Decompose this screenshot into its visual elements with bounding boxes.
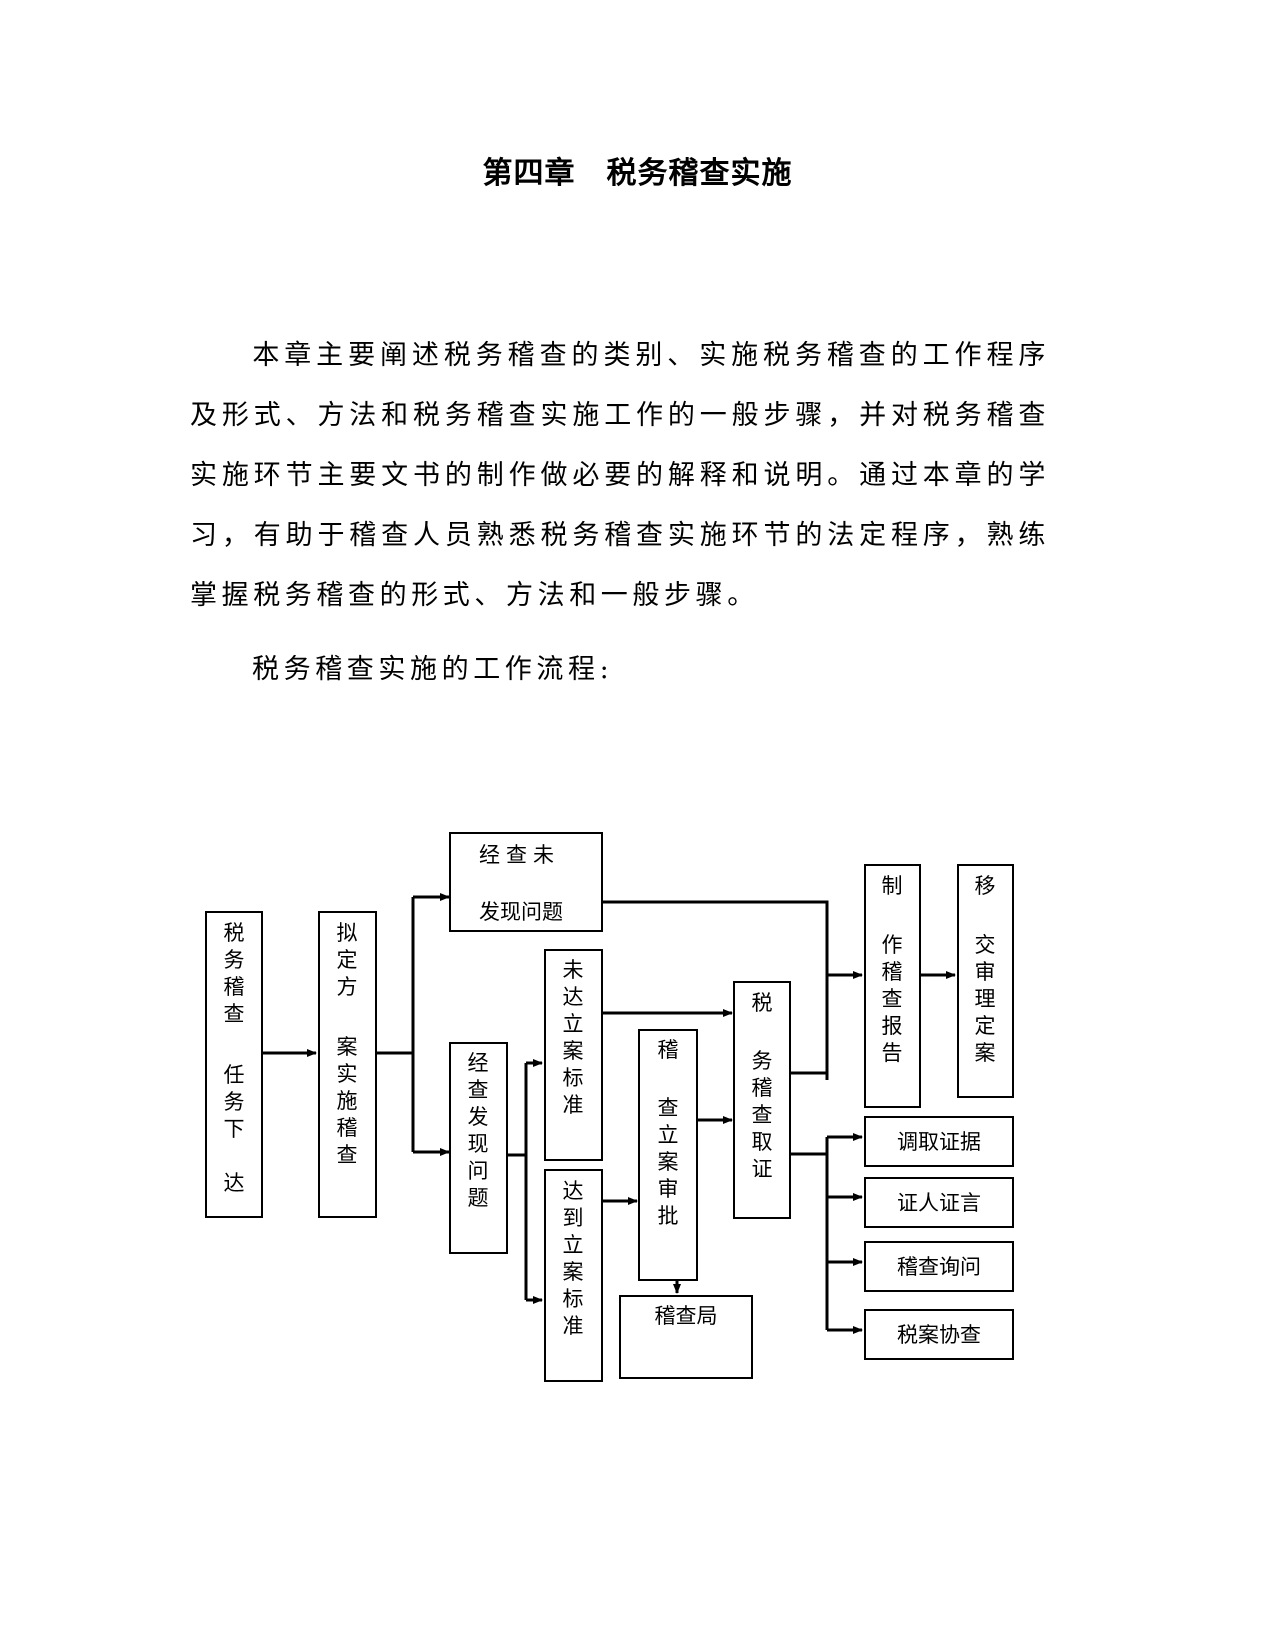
label-char: 标	[563, 1287, 584, 1311]
label-char: 达	[563, 985, 584, 1009]
flow-intro-text: 税务稽查实施的工作流程:	[252, 654, 614, 685]
intro-text: 本章主要阐述税务稽查的类别、实施税务稽查的工作程序及形式、方法和税务稽查实施工作…	[190, 340, 1050, 611]
label-char: 务	[224, 948, 245, 972]
box-plan	[318, 911, 377, 1218]
label-transfer: 移交审理定案	[975, 874, 996, 1065]
label-char: 作	[882, 933, 903, 957]
label-char: 标	[563, 1066, 584, 1090]
label-char: 查	[882, 987, 903, 1011]
label-char: 案	[563, 1260, 584, 1284]
label-issue: 经查发现问题	[468, 1051, 489, 1210]
label-char: 未	[563, 958, 584, 982]
label-approve: 稽查立案审批	[658, 1038, 679, 1228]
label-char: 稽	[224, 975, 245, 999]
flow-connectors	[262, 893, 956, 1334]
page-title: 第四章 税务稽查实施	[482, 156, 793, 191]
label-char: 立	[563, 1012, 584, 1036]
label-char: 下	[224, 1117, 245, 1141]
label-char: 取	[752, 1130, 773, 1154]
label-char: 发	[468, 1105, 489, 1129]
box-bureau	[619, 1295, 753, 1379]
box-report	[864, 864, 921, 1108]
label-not-meet: 未达立案标准	[563, 958, 584, 1117]
label-char: 批	[658, 1204, 679, 1228]
label-char: 任	[224, 1063, 245, 1087]
box-not-meet	[544, 949, 603, 1161]
label-report: 制作稽查报告	[882, 874, 903, 1065]
label-char: 移	[975, 874, 996, 898]
box-approve	[638, 1029, 698, 1281]
label-meet: 达到立案标准	[563, 1179, 584, 1338]
label-char: 稽	[658, 1038, 679, 1062]
label-char: 审	[658, 1177, 679, 1201]
box-meet	[544, 1169, 603, 1382]
label-char: 拟	[337, 921, 358, 945]
label-task: 税务稽查任务下达	[224, 921, 245, 1195]
label-char: 查	[337, 1143, 358, 1167]
label-char: 方	[337, 975, 358, 999]
label-char: 税	[752, 991, 773, 1015]
label-char: 查	[224, 1002, 245, 1026]
label-char: 准	[563, 1314, 584, 1338]
label-char: 稽	[337, 1116, 358, 1140]
label-char: 问	[468, 1159, 489, 1183]
label-char: 案	[975, 1041, 996, 1065]
label-sub3: 稽查询问	[897, 1255, 981, 1279]
label-char: 案	[337, 1035, 358, 1059]
box-task	[205, 911, 263, 1218]
label-char: 务	[224, 1090, 245, 1114]
label-char: 制	[882, 874, 903, 898]
label-char: 准	[563, 1093, 584, 1117]
label-char: 稽	[882, 960, 903, 984]
label-sub2: 证人证言	[897, 1191, 981, 1215]
label-char: 定	[337, 948, 358, 972]
label-char: 证	[752, 1157, 773, 1181]
line-no-issue-to-report	[602, 900, 829, 1080]
label-char: 税	[224, 921, 245, 945]
label-char: 达	[563, 1179, 584, 1203]
label-char: 务	[752, 1049, 773, 1073]
label-char: 审	[975, 960, 996, 984]
label-char: 现	[468, 1132, 489, 1156]
label-char: 查	[468, 1078, 489, 1102]
flow-labels: 经查未 发现问题 稽查局 调取证据 证人证言 稽查询问 税案协查 税务稽查任务下…	[224, 843, 996, 1347]
box-issue	[449, 1042, 508, 1254]
label-char: 案	[658, 1150, 679, 1174]
label-char: 理	[975, 987, 996, 1011]
label-char: 报	[882, 1014, 903, 1038]
box-evidence	[733, 981, 791, 1219]
label-char: 交	[975, 933, 996, 957]
label-char: 立	[658, 1123, 679, 1147]
label-char: 经	[468, 1051, 489, 1075]
label-no-issue-a: 经查未	[479, 843, 560, 867]
label-char: 案	[563, 1039, 584, 1063]
label-char: 查	[658, 1096, 679, 1120]
label-no-issue-b: 发现问题	[479, 900, 563, 924]
label-char: 稽	[752, 1076, 773, 1100]
label-char: 告	[882, 1041, 903, 1065]
label-sub1: 调取证据	[897, 1130, 981, 1154]
label-char: 到	[563, 1206, 584, 1230]
label-char: 立	[563, 1233, 584, 1257]
box-sub3	[864, 1241, 1014, 1292]
label-char: 达	[224, 1171, 245, 1195]
label-char: 查	[752, 1103, 773, 1127]
flow-intro: 税务稽查实施的工作流程:	[190, 640, 1050, 700]
label-plan: 拟定方案实施稽查	[337, 921, 358, 1167]
box-sub1	[864, 1116, 1014, 1167]
label-char: 施	[337, 1089, 358, 1113]
label-char: 题	[468, 1186, 489, 1210]
label-evidence: 税务稽查取证	[752, 991, 773, 1181]
label-sub4: 税案协查	[897, 1323, 981, 1347]
label-char: 实	[337, 1062, 358, 1086]
box-transfer	[957, 864, 1014, 1098]
box-no-issue	[449, 832, 603, 932]
intro-paragraph: 本章主要阐述税务稽查的类别、实施税务稽查的工作程序及形式、方法和税务稽查实施工作…	[190, 326, 1050, 626]
box-sub2	[864, 1177, 1014, 1228]
label-char: 定	[975, 1014, 996, 1038]
label-bureau: 稽查局	[655, 1304, 718, 1328]
box-sub4	[864, 1309, 1014, 1360]
